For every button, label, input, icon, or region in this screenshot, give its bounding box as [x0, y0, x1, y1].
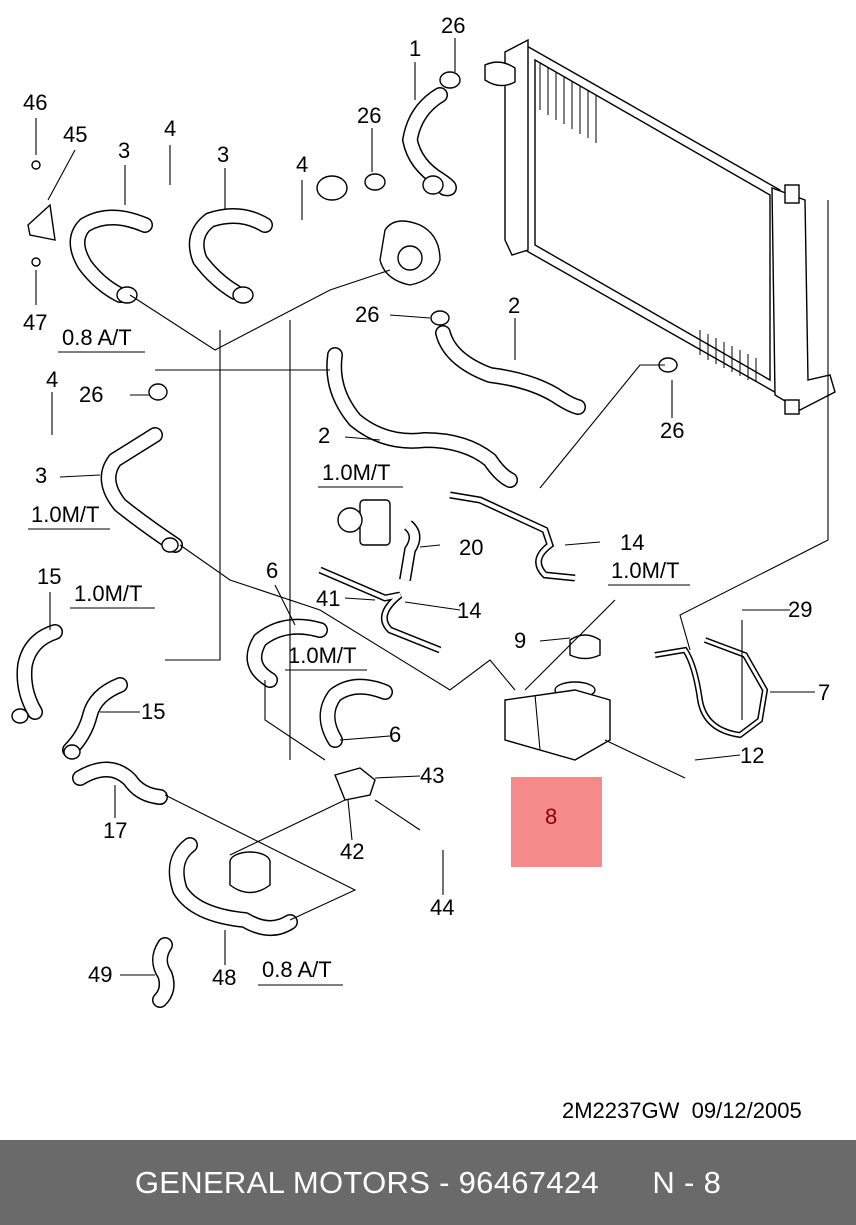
callout-15-left: 15 — [37, 564, 61, 589]
pipe-14-upper — [449, 491, 576, 582]
callout-14-upper: 14 — [620, 530, 644, 555]
highlight-box-part-8 — [511, 777, 602, 867]
callout-4-b: 4 — [296, 152, 308, 177]
hose-6-lower — [319, 678, 393, 748]
leader-lines — [35, 38, 829, 976]
callout-3-lower: 3 — [35, 463, 47, 488]
callout-4-c: 4 — [46, 367, 58, 392]
parts-diagram: 1 2 2 3 3 3 4 4 4 4 6 6 7 8 9 12 14 14 1… — [11, 13, 836, 1008]
callout-6-upper: 6 — [266, 558, 278, 583]
callout-26-pipe: 26 — [355, 302, 379, 327]
hose-2-lower — [326, 347, 518, 488]
pipe-7 — [654, 637, 769, 739]
callout-2-lower: 2 — [318, 423, 330, 448]
callouts: 1 2 2 3 3 3 4 4 4 4 6 6 7 8 9 12 14 14 1… — [23, 13, 830, 990]
callout-49: 49 — [88, 962, 112, 987]
callout-45: 45 — [63, 122, 87, 147]
hose-3-lower — [100, 427, 183, 553]
callout-26-top: 26 — [441, 13, 465, 38]
callout-3-middle: 3 — [217, 142, 229, 167]
note-0-8-at-top: 0.8 A/T — [62, 325, 132, 350]
variant-notes: 0.8 A/T 1.0M/T 1.0M/T 1.0M/T 1.0M/T 1.0M… — [31, 325, 679, 982]
radiator-fins — [539, 62, 757, 382]
hose-48 — [168, 837, 298, 936]
note-1-0-mt-b: 1.0M/T — [31, 502, 99, 527]
callout-20: 20 — [459, 535, 483, 560]
hose-2-upper — [435, 325, 586, 415]
pipe-14-lower — [318, 566, 442, 654]
thermostat-housing — [316, 175, 441, 286]
hose-1 — [402, 87, 457, 197]
callout-9: 9 — [514, 628, 526, 653]
callout-12: 12 — [740, 743, 764, 768]
callout-2-upper: 2 — [508, 293, 520, 318]
callout-6-lower: 6 — [389, 722, 401, 747]
callout-44: 44 — [430, 895, 454, 920]
note-1-0-mt-c: 1.0M/T — [74, 581, 142, 606]
hose-6-upper — [246, 618, 328, 688]
reservoir-cap — [554, 634, 601, 699]
callout-1: 1 — [409, 36, 421, 61]
note-0-8-at-bottom: 0.8 A/T — [262, 957, 332, 982]
callout-4-a: 4 — [164, 116, 176, 141]
callout-29: 29 — [788, 597, 812, 622]
throttle-body — [337, 499, 391, 546]
callout-14-lower: 14 — [457, 598, 481, 623]
callout-7: 7 — [818, 680, 830, 705]
callout-17: 17 — [103, 818, 127, 843]
hose-49 — [152, 937, 175, 1008]
callout-15-right: 15 — [141, 699, 165, 724]
callout-48: 48 — [212, 965, 236, 990]
footer-text: GENERAL MOTORS - 96467424 N - 8 — [134, 1164, 722, 1200]
water-pump-inlet — [334, 767, 376, 801]
hose-3-middle — [188, 208, 273, 300]
note-1-0-mt-a: 1.0M/T — [322, 460, 390, 485]
hose-clamps — [11, 71, 678, 760]
callout-26-left: 26 — [79, 382, 103, 407]
coolant-reservoir — [504, 689, 611, 761]
radiator — [484, 38, 836, 415]
callout-26-middle: 26 — [357, 103, 381, 128]
bracket-45 — [27, 160, 56, 267]
callout-41: 41 — [316, 586, 340, 611]
callout-3-left: 3 — [118, 138, 130, 163]
callout-46: 46 — [23, 90, 47, 115]
note-1-0-mt-d: 1.0M/T — [611, 558, 679, 583]
note-1-0-mt-e: 1.0M/T — [288, 643, 356, 668]
callout-8: 8 — [545, 804, 557, 829]
pipe-20 — [399, 520, 421, 581]
callout-47: 47 — [23, 310, 47, 335]
note-underlines — [28, 351, 690, 986]
callout-26-right: 26 — [660, 418, 684, 443]
drawing-code: 2M2237GW 09/12/2005 — [562, 1098, 802, 1123]
footer-bar: GENERAL MOTORS - 96467424 N - 8 — [0, 1140, 856, 1225]
callout-42: 42 — [340, 839, 364, 864]
hose-3-left — [69, 209, 153, 303]
hose-15-right — [62, 677, 128, 758]
callout-43: 43 — [420, 763, 444, 788]
oil-cooler — [229, 851, 271, 894]
hose-17 — [72, 761, 168, 805]
hose-15-left — [16, 624, 63, 720]
